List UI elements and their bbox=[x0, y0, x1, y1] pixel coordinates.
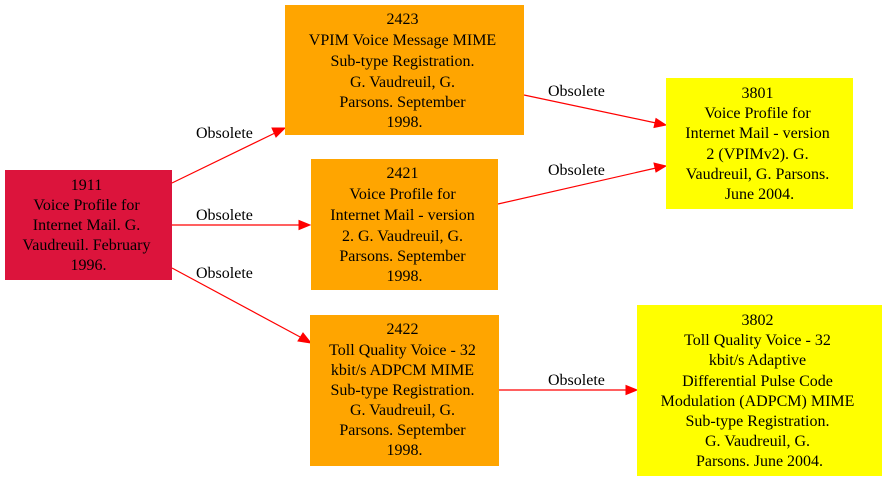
edge-label: Obsolete bbox=[548, 372, 605, 389]
edge-1911-2422[interactable]: Obsolete bbox=[171, 265, 313, 344]
edge-1911-2423[interactable]: Obsolete bbox=[171, 125, 287, 184]
svg-text:2421 Voice Profile for: 2421 Voice Profile for Internet Mail - v… bbox=[330, 165, 478, 285]
edge-label: Obsolete bbox=[548, 162, 605, 179]
node-line: 1996. bbox=[71, 257, 107, 274]
node-line: G. Vaudreuil, G. bbox=[350, 74, 455, 91]
node-line: Differential Pulse Code bbox=[682, 373, 833, 390]
node-line: Voice Profile for bbox=[704, 105, 811, 122]
edge-label: Obsolete bbox=[196, 265, 253, 282]
node-line: kbit/s ADPCM MIME bbox=[331, 362, 474, 379]
node-line: 2421 bbox=[387, 165, 419, 182]
edge-label: Obsolete bbox=[196, 125, 253, 142]
edge-label: Obsolete bbox=[196, 207, 253, 224]
node-line: 2. G. Vaudreuil, G. bbox=[342, 228, 463, 245]
node-rfc-2421[interactable]: 2421 Voice Profile for Internet Mail - v… bbox=[311, 159, 498, 290]
node-line: Parsons. September bbox=[339, 248, 466, 265]
node-line: Toll Quality Voice - 32 bbox=[329, 342, 476, 359]
node-line: Parsons. September bbox=[339, 422, 466, 439]
node-rfc-3802[interactable]: 3802 Toll Quality Voice - 32 kbit/s Adap… bbox=[637, 305, 882, 476]
node-line: Toll Quality Voice - 32 bbox=[684, 332, 831, 349]
node-rfc-2423[interactable]: 2423 VPIM Voice Message MIME Sub-type Re… bbox=[285, 5, 524, 135]
node-line: Sub-type Registration. bbox=[331, 382, 475, 399]
node-line: G. Vaudreuil, G. bbox=[350, 402, 455, 419]
node-box bbox=[5, 170, 172, 280]
node-rfc-2422[interactable]: 2422 Toll Quality Voice - 32 kbit/s ADPC… bbox=[310, 315, 499, 466]
node-line: 1911 bbox=[71, 177, 102, 194]
node-line: Sub-type Registration. bbox=[686, 413, 830, 430]
node-line: Vaudreuil, G. Parsons. bbox=[686, 166, 830, 183]
node-line: Internet Mail - version bbox=[685, 125, 829, 142]
node-line: kbit/s Adaptive bbox=[709, 352, 806, 369]
nodes: 1911 Voice Profile for Internet Mail. G.… bbox=[5, 5, 882, 476]
node-line: G. Vaudreuil, G. bbox=[705, 433, 810, 450]
node-line: 3801 bbox=[742, 85, 774, 102]
edge-2421-3801[interactable]: Obsolete bbox=[497, 162, 668, 205]
node-line: Internet Mail. G. bbox=[33, 217, 141, 234]
svg-text:3802 Toll Quality Voic: 3802 Toll Quality Voice - 32 kbit/s Adap… bbox=[661, 312, 859, 470]
edge-2423-3801[interactable]: Obsolete bbox=[523, 83, 668, 129]
edges: Obsolete Obsolete Obsolete Obsolete Obso… bbox=[171, 83, 668, 396]
node-line: Modulation (ADPCM) MIME bbox=[661, 393, 855, 410]
node-line: Parsons. June 2004. bbox=[696, 453, 823, 470]
svg-text:3801 Voice Profile for: 3801 Voice Profile for Internet Mail - v… bbox=[685, 85, 833, 203]
svg-text:1911 Voice Profile for: 1911 Voice Profile for Internet Mail. G.… bbox=[23, 177, 155, 274]
svg-text:2423 VPIM Voice Messag: 2423 VPIM Voice Message MIME Sub-type Re… bbox=[309, 11, 500, 131]
node-rfc-3801[interactable]: 3801 Voice Profile for Internet Mail - v… bbox=[666, 78, 853, 209]
node-line: 1998. bbox=[387, 442, 423, 459]
node-line: Voice Profile for bbox=[349, 186, 456, 203]
node-box bbox=[666, 78, 853, 209]
node-line: 3802 bbox=[742, 312, 774, 329]
edge-2422-3802[interactable]: Obsolete bbox=[499, 372, 639, 396]
node-box bbox=[285, 5, 524, 135]
node-line: 1998. bbox=[387, 114, 423, 131]
node-line: 2423 bbox=[387, 11, 419, 28]
node-rfc-1911[interactable]: 1911 Voice Profile for Internet Mail. G.… bbox=[5, 170, 172, 280]
node-line: Parsons. September bbox=[339, 94, 466, 111]
node-line: June 2004. bbox=[725, 186, 794, 203]
svg-text:2422 Toll Quality Voic: 2422 Toll Quality Voice - 32 kbit/s ADPC… bbox=[329, 321, 480, 459]
node-box bbox=[311, 159, 498, 290]
node-line: Voice Profile for bbox=[33, 197, 140, 214]
edge-1911-2421[interactable]: Obsolete bbox=[172, 207, 312, 231]
node-box bbox=[310, 315, 499, 466]
node-line: 2 (VPIMv2). G. bbox=[706, 146, 808, 163]
node-box bbox=[637, 305, 882, 476]
node-line: 2422 bbox=[387, 321, 419, 338]
node-line: Sub-type Registration. bbox=[331, 53, 475, 70]
node-line: VPIM Voice Message MIME bbox=[309, 32, 496, 49]
node-line: 1998. bbox=[387, 268, 423, 285]
node-line: Internet Mail - version bbox=[330, 207, 474, 224]
edge-label: Obsolete bbox=[548, 83, 605, 100]
node-line: Vaudreuil. February bbox=[23, 237, 151, 254]
